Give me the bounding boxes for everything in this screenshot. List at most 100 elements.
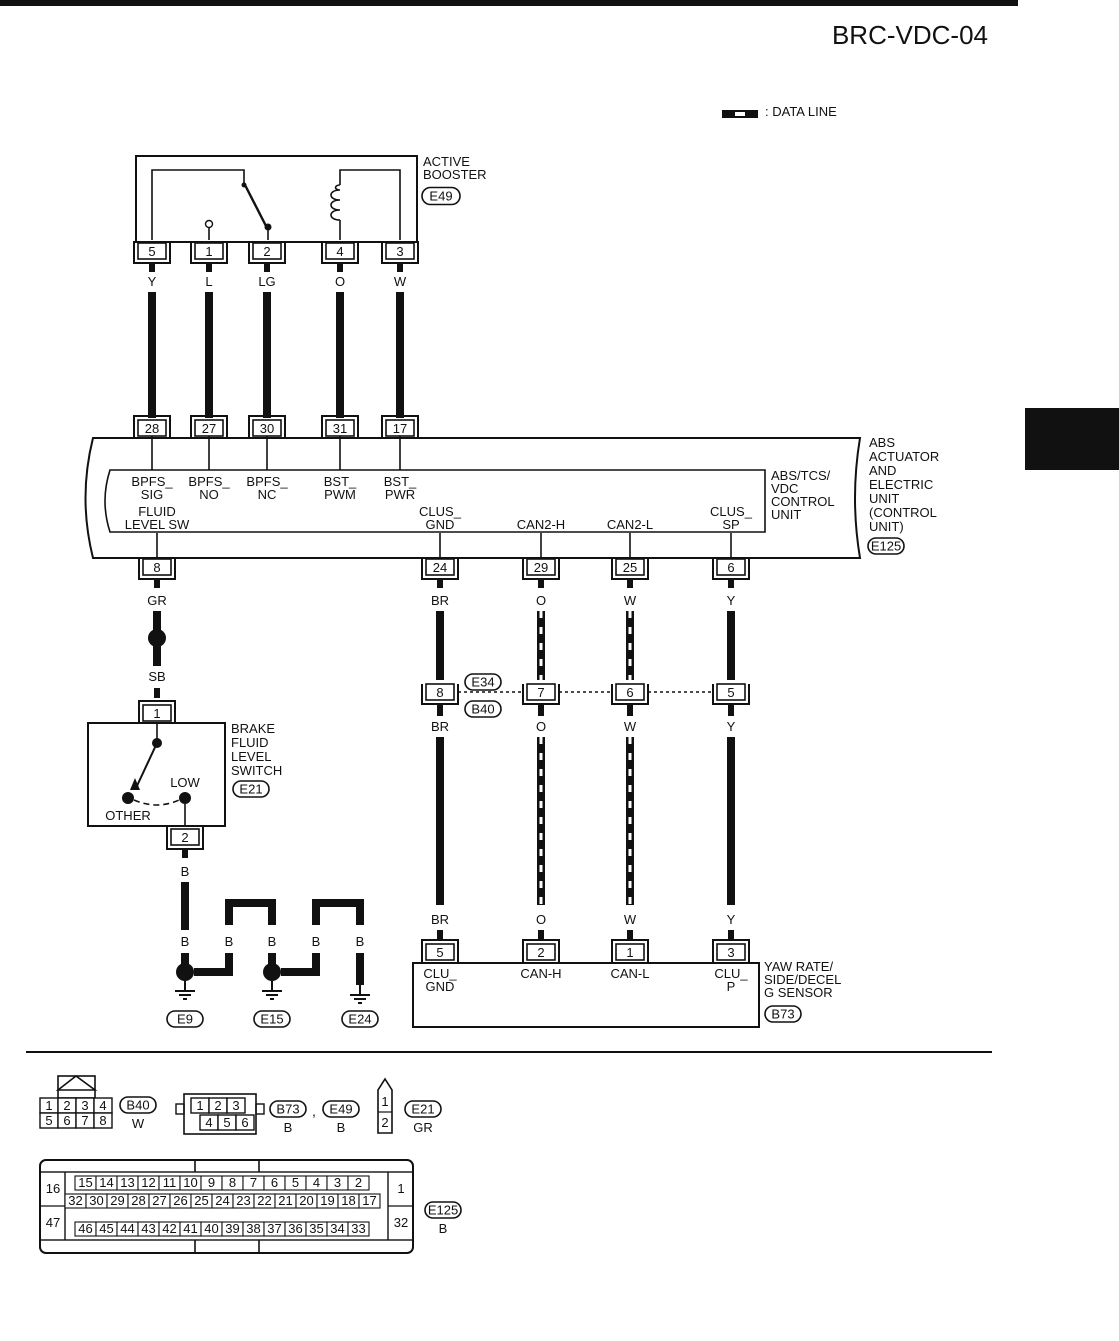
legend-line-gap xyxy=(735,112,745,116)
abs-unit-label-line-4: ELECTRIC xyxy=(869,477,933,492)
booster-wire-color-1: L xyxy=(205,274,212,289)
joint-pin-box-3 xyxy=(615,683,645,701)
connector-b40-tag: B40 xyxy=(464,700,502,718)
yaw-func-3-line-1: CLU_ xyxy=(714,966,748,981)
booster-contact-nc xyxy=(264,223,272,231)
yaw-func-3-line-2: P xyxy=(727,979,736,994)
abs-pin-27: 27 xyxy=(190,415,228,438)
ground-wire-link-2 xyxy=(281,953,320,976)
booster-pin-1: 1 xyxy=(190,241,228,264)
booster-coil-lead-top xyxy=(339,169,401,240)
booster-pin-5-number: 5 xyxy=(148,244,155,259)
e125-pin-32-right: 32 xyxy=(394,1215,408,1230)
e125-pin-r2-3: 29 xyxy=(110,1193,124,1208)
booster-pin-1-box xyxy=(194,242,224,260)
e21-view-tag-text: E21 xyxy=(411,1102,434,1117)
ground-tag-e15: E15 xyxy=(253,1010,291,1028)
e125-pin-r2-5: 27 xyxy=(152,1193,166,1208)
abs-func-17-line-2: PWR xyxy=(385,487,415,502)
e125-pin-r3-7: 40 xyxy=(204,1221,218,1236)
abs-pin-24-box xyxy=(425,558,455,576)
ground-wire-label-1: B xyxy=(181,934,190,949)
section-tab xyxy=(1025,408,1119,470)
fluid-switch-pin-2-box xyxy=(170,828,200,846)
abs-func-6-line-2: SP xyxy=(722,517,739,532)
e49-view-tag-outline xyxy=(322,1100,360,1118)
yaw-wire-color-1: W xyxy=(624,912,637,927)
yaw-pin-5: 5 xyxy=(421,939,459,962)
b40-pin-top-2: 2 xyxy=(63,1098,70,1113)
connector-e34-tag: E34 xyxy=(464,673,502,691)
ground-tag-e24: E24 xyxy=(341,1010,379,1028)
ground-tag-e15-outline xyxy=(253,1010,291,1028)
joint-pin-box-2 xyxy=(526,683,556,701)
fluid-switch-pin-1-bracket xyxy=(138,700,176,723)
e125-view-tag-outline xyxy=(424,1201,462,1219)
control-unit-label-line-4: UNIT xyxy=(771,507,801,522)
abs-pin-31-number: 31 xyxy=(333,421,347,436)
booster-switch-pivot xyxy=(241,182,247,188)
yaw-pin-1-number: 1 xyxy=(626,945,633,960)
e125-pin-r2-2: 30 xyxy=(89,1193,103,1208)
e125-pin-r3-3: 44 xyxy=(120,1221,134,1236)
e125-view-tag: E125 xyxy=(424,1201,462,1219)
b73-housing xyxy=(183,1093,257,1135)
ground-splice-e15 xyxy=(263,963,281,981)
e125-pin-r2-13: 19 xyxy=(320,1193,334,1208)
abs-unit-label-line-1: ABS xyxy=(869,435,895,450)
e125-pin-47: 47 xyxy=(46,1215,60,1230)
connector-b40-tag-text: B40 xyxy=(471,702,494,717)
ground-splice-e9 xyxy=(176,963,194,981)
fluid-switch-label-line-4: SWITCH xyxy=(231,763,282,778)
e125-pin-r3-14: 33 xyxy=(351,1221,365,1236)
b40-hood xyxy=(57,1075,96,1099)
abs-pin-8-number: 8 xyxy=(153,560,160,575)
abs-func-27-line-2: NO xyxy=(199,487,219,502)
e125-pin-r3-11: 36 xyxy=(288,1221,302,1236)
connector-b73-tag-outline xyxy=(764,1005,802,1023)
yaw-pin-5-bracket xyxy=(421,939,459,962)
e21-pin-2: 2 xyxy=(381,1115,388,1130)
e21-housing xyxy=(377,1077,393,1134)
abs-func-28-line-2: SIG xyxy=(141,487,163,502)
yaw-pin-1: 1 xyxy=(611,939,649,962)
b73-view-tag: B73 xyxy=(269,1100,307,1118)
b40-view-tag-outline xyxy=(119,1096,157,1114)
gr-sb-splice xyxy=(148,629,166,647)
booster-internal-wire-left xyxy=(151,169,245,240)
connector-e34-tag-text: E34 xyxy=(471,675,494,690)
yaw-wire-color-5: BR xyxy=(431,912,449,927)
abs-pin-8-box xyxy=(142,558,172,576)
b73-left-key xyxy=(175,1103,185,1115)
abs-pin-6: 6 xyxy=(712,557,750,580)
e125-pin-r1-14: 2 xyxy=(355,1175,362,1190)
booster-pin-2: 2 xyxy=(248,241,286,264)
abs-pin-6-number: 6 xyxy=(727,560,734,575)
b73-view-tag-outline xyxy=(269,1100,307,1118)
e125-pin-r1-2: 14 xyxy=(99,1175,113,1190)
abs-func-31-line-1: BST_ xyxy=(324,474,357,489)
abs-pin-25: 25 xyxy=(611,557,649,580)
abs-pin-31-bracket xyxy=(321,415,359,438)
yaw-sensor-body xyxy=(412,962,760,1028)
abs-pin-24-number: 24 xyxy=(433,560,447,575)
ground-tag-e15-text: E15 xyxy=(260,1012,283,1027)
booster-contact-no xyxy=(204,219,214,229)
booster-pin-4-box xyxy=(325,242,355,260)
fluid-switch-label-line-2: FLUID xyxy=(231,735,269,750)
ground-symbol-e9 xyxy=(175,981,195,1000)
joint-wire-color-below-4: Y xyxy=(727,719,736,734)
b73-pin-top-2: 2 xyxy=(214,1098,221,1113)
fluid-switch-pin-1-number: 1 xyxy=(153,706,160,721)
yaw-func-5-line-2: GND xyxy=(426,979,455,994)
ground-tag-e24-text: E24 xyxy=(348,1012,371,1027)
booster-wire-color-3: W xyxy=(394,274,407,289)
abs-func-25-line-1: CAN2-L xyxy=(607,517,653,532)
b40-view-tag-text: B40 xyxy=(126,1098,149,1113)
yaw-func-2-line-1: CAN-H xyxy=(520,966,561,981)
b40-pin-bottom-1: 5 xyxy=(45,1113,52,1128)
fluid-switch-pin-1-box xyxy=(142,704,172,722)
